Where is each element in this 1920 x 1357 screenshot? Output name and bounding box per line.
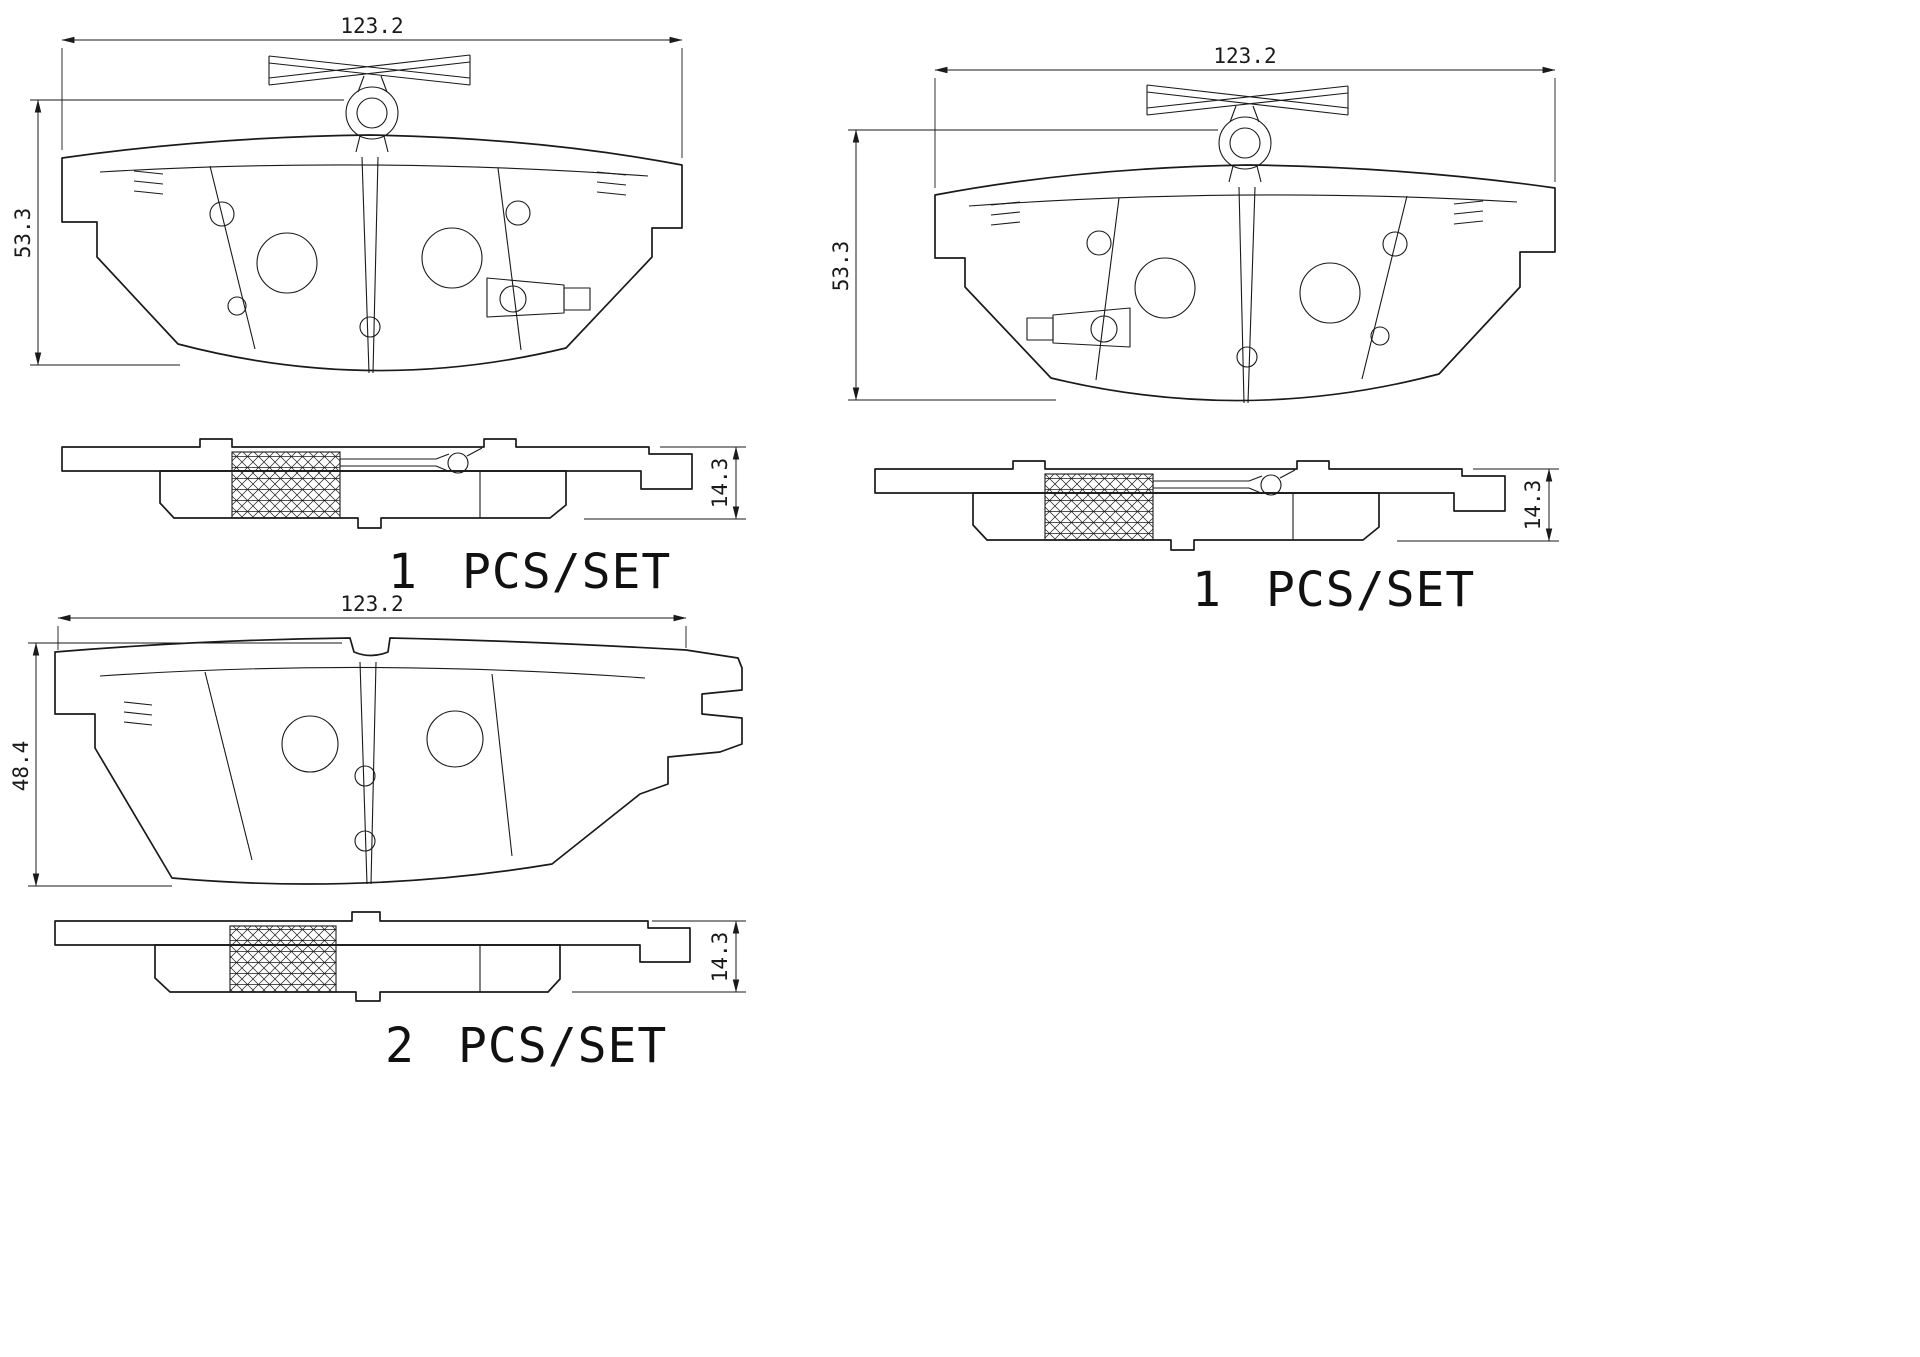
extension-lines	[57, 626, 687, 650]
extension-lines	[572, 920, 746, 993]
width-dimension-label: 123.2	[340, 592, 403, 616]
dimension-thickness: 14.3	[584, 446, 746, 520]
side-shim-hatch	[229, 925, 337, 993]
side-view-outer-right	[874, 460, 1506, 551]
surface-marks-left	[123, 701, 153, 726]
dimension-height: 48.4	[9, 642, 342, 887]
view-group-top-right: 123.2 53.3 14.3 1 PCS/SET	[829, 44, 1559, 618]
center-groove	[359, 661, 377, 885]
thickness-dimension-label: 14.3	[708, 458, 732, 509]
height-dimension-label: 53.3	[11, 208, 35, 259]
rivet-hole	[354, 830, 376, 852]
qty-label: 1	[1192, 562, 1222, 618]
view-group-top-left: 123.2 53.3 14.3 1 PCS/SET	[11, 14, 746, 600]
side-friction-block	[154, 944, 561, 1002]
side-backplate	[54, 911, 691, 963]
height-dimension-label: 53.3	[829, 241, 853, 292]
front-view-outer-left	[61, 54, 683, 374]
extension-lines	[934, 78, 1556, 188]
friction-right-chamfer	[491, 673, 513, 857]
unit-label: PCS/SET	[458, 1018, 667, 1074]
side-view-inner-pad	[54, 911, 691, 1002]
front-view-inner-pad	[54, 637, 743, 885]
extension-lines	[584, 446, 746, 520]
dimension-height: 53.3	[829, 129, 1218, 401]
friction-top-edge	[99, 666, 646, 679]
extension-lines	[28, 642, 342, 887]
extension-lines	[30, 99, 344, 366]
dimension-width: 123.2	[61, 14, 683, 158]
qty-label: 1	[388, 544, 418, 600]
friction-left-chamfer	[204, 671, 253, 861]
rivet-hole	[354, 765, 376, 787]
height-dimension-label: 48.4	[9, 741, 33, 792]
extension-lines	[848, 129, 1218, 401]
qty-label: 2	[385, 1018, 415, 1074]
contact-circle-left	[281, 715, 339, 773]
side-view-outer-left	[61, 438, 693, 529]
front-view-outer-right	[934, 84, 1556, 404]
extension-lines	[1397, 468, 1559, 542]
extension-lines	[61, 48, 683, 158]
thickness-dimension-label: 14.3	[1521, 480, 1545, 531]
dimension-width: 123.2	[57, 592, 687, 650]
dimension-height: 53.3	[11, 99, 344, 366]
unit-label: PCS/SET	[462, 544, 671, 600]
width-dimension-label: 123.2	[1213, 44, 1276, 68]
dimension-width: 123.2	[934, 44, 1556, 188]
view-group-bottom-left: 123.2 48.4 14.3 2 PCS/SET	[9, 592, 746, 1074]
pad-backplate-outline	[54, 637, 743, 885]
dimension-thickness: 14.3	[1397, 468, 1559, 542]
width-dimension-label: 123.2	[340, 14, 403, 38]
unit-label: PCS/SET	[1266, 562, 1475, 618]
thickness-dimension-label: 14.3	[708, 932, 732, 983]
contact-circle-right	[426, 710, 484, 768]
dimension-thickness: 14.3	[572, 920, 746, 993]
